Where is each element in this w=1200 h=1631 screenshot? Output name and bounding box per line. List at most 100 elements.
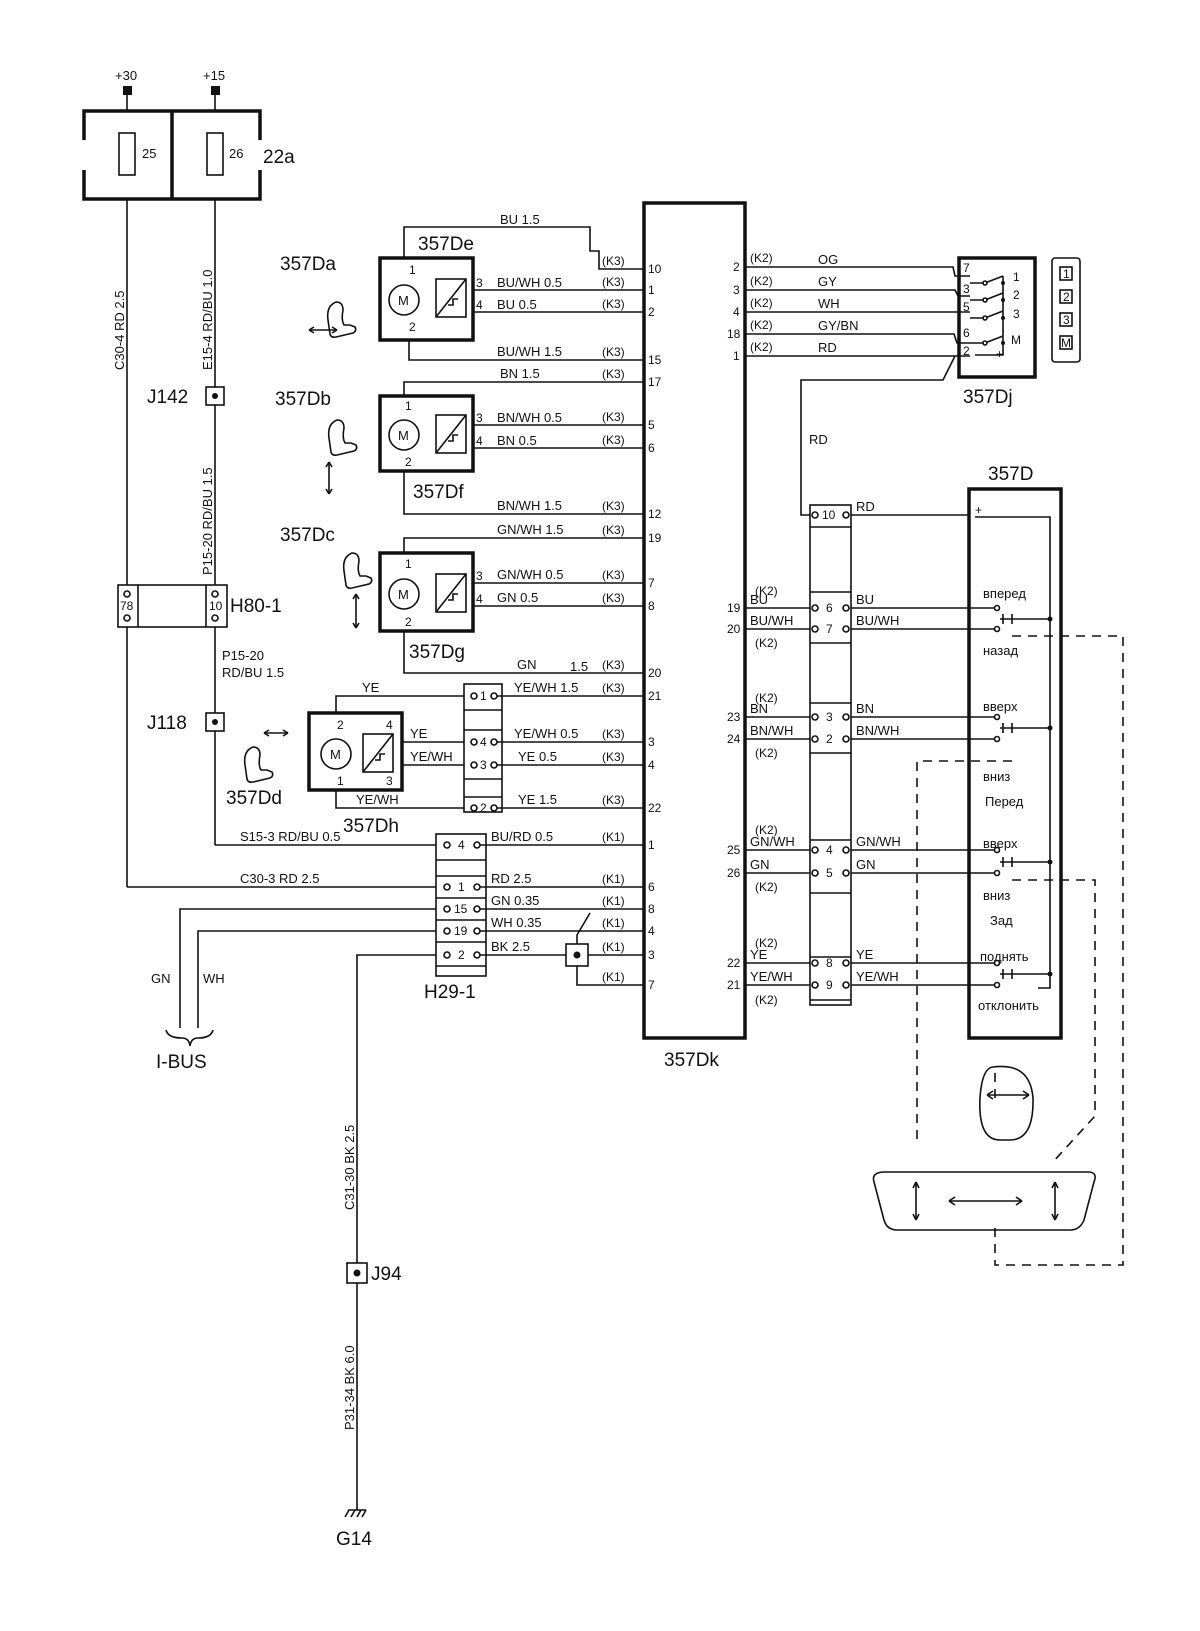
conn-contact — [842, 625, 850, 633]
k1-tag: (K1) — [602, 872, 625, 886]
dg-pin-4: 4 — [476, 592, 483, 606]
conn-contact — [842, 869, 850, 877]
conn-contact — [811, 735, 819, 743]
k2-tag: (K2) — [755, 823, 778, 837]
wire-p15-20-v: P15-20 RD/BU 1.5 — [200, 467, 215, 575]
dj-t3: 3 — [1013, 307, 1020, 321]
ecu-left-pin: 3 — [648, 735, 655, 749]
dj-pin-2: 2 — [963, 344, 970, 358]
w-dj-gy: GY — [818, 274, 837, 289]
wire-p15-20-h1: P15-20 — [222, 648, 264, 663]
w-dh-ye-b: YE 0.5 — [518, 749, 557, 764]
wire-c31-30: C31-30 BK 2.5 — [342, 1125, 357, 1210]
motor-dh-label: 357Dh — [343, 816, 399, 837]
ecu-right-pin: 21 — [727, 978, 741, 992]
w-dg-c2: 1.5 — [570, 659, 588, 674]
w-df-top: BN 1.5 — [500, 366, 540, 381]
ecu-right-pin: 3 — [733, 283, 740, 297]
ecu-right-pin: 1 — [733, 349, 740, 363]
icon-2: 2 — [1063, 290, 1070, 304]
d357-label: 357D — [988, 464, 1033, 485]
fusebox-label: 22a — [263, 147, 295, 168]
rocker-contact — [993, 846, 1001, 854]
rocker-node — [1047, 971, 1053, 977]
motor-357de: M 1 2 3 4 357De — [378, 226, 644, 361]
k3-tag: (K3) — [602, 658, 625, 672]
ibus: GN WH I-BUS — [151, 908, 436, 1073]
df-pin-2: 2 — [405, 455, 412, 469]
h29-pin-19: 19 — [454, 924, 468, 938]
ibus-gn: GN — [151, 971, 171, 986]
conn-pin-label: 8 — [826, 956, 833, 970]
conn-pin-label: 10 — [822, 508, 836, 522]
k3-tag: (K3) — [602, 345, 625, 359]
ecu-left-pin: 1 — [648, 283, 655, 297]
w-h29-wh: WH 0.35 — [491, 915, 542, 930]
w-right-ye: YE — [856, 947, 874, 962]
conn-pin-label: 5 — [826, 866, 833, 880]
k3-tag: (K3) — [602, 499, 625, 513]
df-pin-1: 1 — [405, 399, 412, 413]
conn-contact — [811, 981, 819, 989]
w-right-gn: GN — [856, 857, 876, 872]
w-df-a: BN/WH 0.5 — [497, 410, 562, 425]
k2-tag: (K2) — [750, 296, 773, 310]
d357-podnyat: поднять — [980, 949, 1029, 964]
d357-vniz1: вниз — [983, 769, 1010, 784]
dj-tm: M — [1011, 333, 1021, 347]
d357-zad: Зад — [990, 913, 1013, 928]
k3-tag: (K3) — [602, 254, 625, 268]
conn-pin-label: 2 — [826, 732, 833, 746]
seat-icon-357dd: 357Dd — [226, 729, 289, 809]
ecu-left-pin: 2 — [648, 305, 655, 319]
ecu-right-pin: 2 — [733, 260, 740, 274]
seat-cushion-icon — [872, 1171, 1096, 1231]
j118-label: J118 — [147, 713, 187, 734]
conn-pin-label: 7 — [826, 622, 833, 636]
w-right-bnwh: BN/WH — [856, 723, 899, 738]
de-pin-1: 1 — [409, 263, 416, 277]
df-pin-3: 3 — [476, 411, 483, 425]
dj-t2: 2 — [1013, 288, 1020, 302]
w-de-a: BU/WH 0.5 — [497, 275, 562, 290]
k1-tag: (K1) — [602, 970, 625, 984]
ecu-right-pin: 25 — [727, 843, 741, 857]
w-left-ye: YE — [750, 947, 768, 962]
rocker-node — [1047, 725, 1053, 731]
rocker-contact — [993, 959, 1001, 967]
conn-pin-label: 4 — [826, 843, 833, 857]
dhc-pin-1: 1 — [480, 689, 487, 703]
w-dh-ye-a: YE — [410, 726, 428, 741]
w-dj-wh: WH — [818, 296, 840, 311]
conn-contact — [842, 959, 850, 967]
ecu-left-pin: 7 — [648, 978, 655, 992]
ecu-left-pin: 19 — [648, 531, 662, 545]
fuse-25: 25 — [142, 146, 156, 161]
conn-contact — [811, 846, 819, 854]
d357-vverh2: вверх — [983, 836, 1018, 851]
h80-connector: 78 10 H80-1 — [117, 584, 282, 628]
rocker-contact — [993, 625, 1001, 633]
dg-pin-3: 3 — [476, 569, 483, 583]
dhc-pin-2: 2 — [480, 801, 487, 815]
switch-357dj: 7 3 5 6 2 1 2 3 M + 357Dj — [957, 256, 1037, 408]
wire-c30-3: C30-3 RD 2.5 — [240, 871, 319, 886]
conn-contact — [811, 511, 819, 519]
w-dh-yewh-c: YE/WH 0.5 — [514, 726, 578, 741]
w-dh-ye-c: YE 1.5 — [518, 792, 557, 807]
k2-tag: (K2) — [755, 636, 778, 650]
seat-label-a: 357Da — [280, 254, 336, 275]
de-pin-3: 3 — [476, 276, 483, 290]
w-right-gnwh: GN/WH — [856, 834, 901, 849]
conn-contact — [842, 604, 850, 612]
w-d357-rd: RD — [856, 499, 875, 514]
k3-tag: (K3) — [602, 750, 625, 764]
supply-terminals: +30 +15 — [115, 68, 225, 95]
k2-tag: (K2) — [750, 251, 773, 265]
k2-tag: (K2) — [755, 691, 778, 705]
k2-tag: (K2) — [755, 936, 778, 950]
rocker-contact — [993, 604, 1001, 612]
dj-label: 357Dj — [963, 387, 1013, 408]
